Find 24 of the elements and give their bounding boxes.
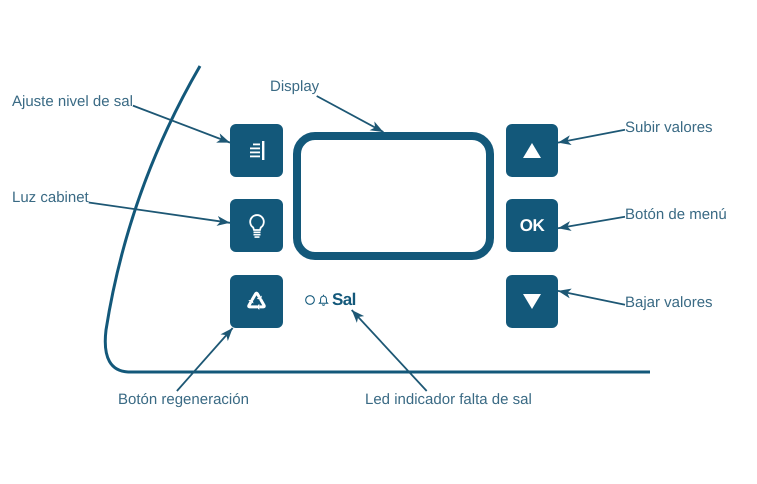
callout-text: Botón regeneración <box>118 391 249 409</box>
callout-text: Luz cabinet <box>12 189 89 207</box>
leader-arrow <box>176 327 234 392</box>
leader-arrow <box>558 216 626 231</box>
leader-arrow <box>132 104 230 144</box>
leader-arrow <box>316 95 384 133</box>
level-button <box>230 124 283 177</box>
up-button <box>506 124 558 177</box>
callout-text: Subir valores <box>625 119 713 137</box>
display-screen <box>293 132 494 260</box>
down-button <box>506 275 558 328</box>
callout-text: Ajuste nivel de sal <box>12 93 133 111</box>
callout-text: Led indicador falta de sal <box>365 391 532 409</box>
callout-text: Botón de menú <box>625 206 727 224</box>
leader-arrow <box>558 128 626 146</box>
leader-arrow <box>351 309 428 392</box>
leader-arrow <box>558 288 626 306</box>
ok-button: OK <box>506 199 558 252</box>
leader-arrow <box>88 202 230 226</box>
callout-text: Bajar valores <box>625 294 713 312</box>
recycle-button <box>230 275 283 328</box>
light-button <box>230 199 283 252</box>
callout-text: Display <box>270 78 320 96</box>
indicator-label: Sal <box>332 290 356 310</box>
